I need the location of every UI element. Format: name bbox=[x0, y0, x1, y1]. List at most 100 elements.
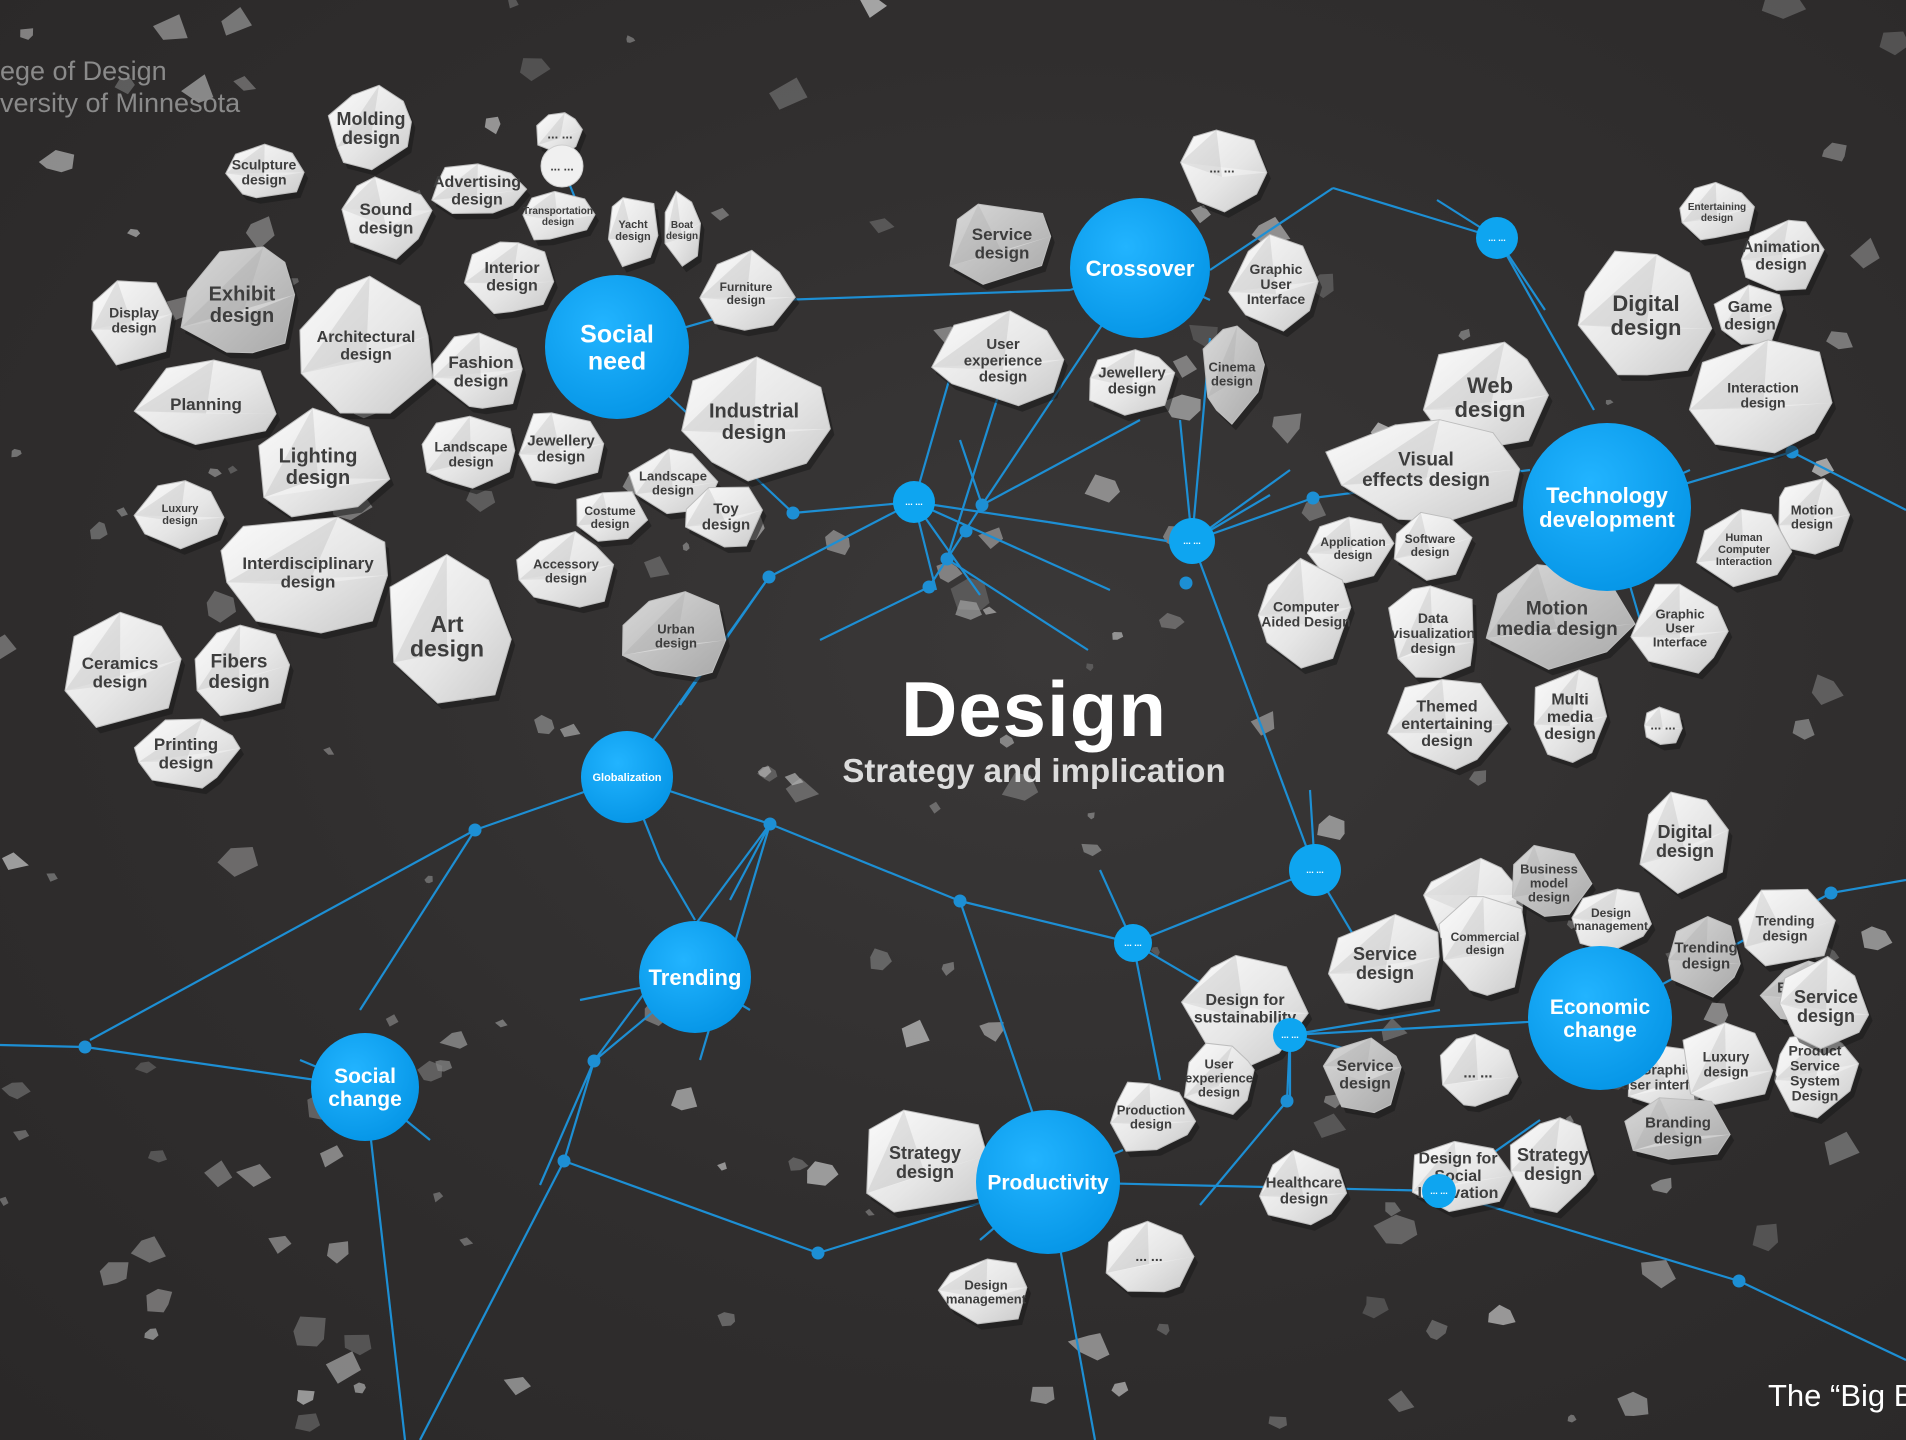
rock-body bbox=[1668, 915, 1741, 998]
rock-facet bbox=[1181, 1001, 1309, 1020]
debris-fragment bbox=[206, 590, 236, 623]
connection-line bbox=[359, 829, 476, 1011]
rock-facet bbox=[1341, 419, 1440, 486]
junction-circle bbox=[893, 481, 935, 523]
connection-line bbox=[363, 1086, 407, 1440]
rock-facet bbox=[1696, 509, 1744, 563]
debris-fragment bbox=[353, 1382, 366, 1394]
hub-label: Globalization bbox=[592, 772, 661, 784]
debris-fragment bbox=[134, 1061, 157, 1074]
rock-facet bbox=[1512, 883, 1592, 898]
debris-fragment bbox=[901, 1019, 930, 1048]
rock-label: Planning bbox=[170, 395, 242, 414]
debris-fragment bbox=[671, 1087, 698, 1111]
connection-line bbox=[1738, 1280, 1906, 1361]
rock-facet bbox=[301, 335, 429, 374]
rock-facet bbox=[685, 487, 726, 528]
junction-label: ... ... bbox=[1124, 938, 1142, 948]
debris-fragment bbox=[1811, 674, 1844, 705]
rock-body bbox=[518, 412, 605, 485]
rock-facet bbox=[337, 121, 412, 148]
rock-facet bbox=[519, 531, 576, 580]
rock-facet bbox=[134, 480, 186, 522]
rock-body bbox=[621, 591, 727, 678]
debris-fragment bbox=[644, 556, 670, 578]
rock-body bbox=[1509, 1117, 1595, 1214]
rock-body bbox=[220, 516, 389, 634]
debris-fragment bbox=[710, 207, 730, 221]
rock-facet bbox=[1398, 585, 1433, 659]
line-node bbox=[762, 570, 776, 584]
junction-circle bbox=[1289, 844, 1341, 896]
rock-facet bbox=[91, 280, 134, 330]
rock-facet bbox=[1779, 956, 1828, 1016]
debris-fragment bbox=[245, 216, 275, 250]
debris-fragment bbox=[559, 723, 581, 738]
connection-line bbox=[913, 500, 1049, 524]
rock-facet bbox=[138, 718, 203, 763]
debris-fragment bbox=[1086, 663, 1094, 672]
rock-facet bbox=[91, 313, 172, 330]
debris-fragment bbox=[1373, 1214, 1418, 1245]
rock-facet bbox=[1668, 960, 1741, 964]
rock-body bbox=[1105, 1220, 1195, 1293]
rock-facet bbox=[1639, 829, 1729, 865]
debris-fragment bbox=[1488, 1304, 1516, 1326]
rock-facet bbox=[1442, 1034, 1478, 1085]
rock-facet bbox=[622, 640, 726, 656]
rock-body bbox=[1740, 219, 1825, 291]
connection-line bbox=[1047, 520, 1168, 543]
junction-circle bbox=[1169, 518, 1215, 564]
rock-facet bbox=[522, 214, 596, 222]
connection-line bbox=[958, 439, 984, 506]
hub-circle bbox=[1528, 946, 1672, 1090]
debris-fragment bbox=[1250, 711, 1275, 736]
rock-body bbox=[1325, 419, 1521, 523]
connection-line bbox=[1791, 451, 1906, 511]
debris-fragment bbox=[1850, 237, 1880, 269]
rock-body bbox=[1778, 478, 1851, 555]
debris-fragment bbox=[1387, 1390, 1415, 1413]
junction-label: ... ... bbox=[1281, 1030, 1299, 1040]
debris-fragment bbox=[1313, 1113, 1347, 1138]
debris-fragment bbox=[0, 1196, 9, 1206]
rock-body bbox=[664, 190, 702, 267]
rock-facet bbox=[1259, 1150, 1304, 1198]
rock-facet bbox=[181, 294, 295, 328]
rock-facet bbox=[1423, 395, 1549, 410]
rock-body bbox=[1696, 508, 1793, 588]
rock-facet bbox=[681, 356, 757, 434]
rock-body bbox=[576, 490, 649, 542]
rock-facet bbox=[1228, 281, 1319, 294]
rock-facet bbox=[866, 1155, 988, 1194]
